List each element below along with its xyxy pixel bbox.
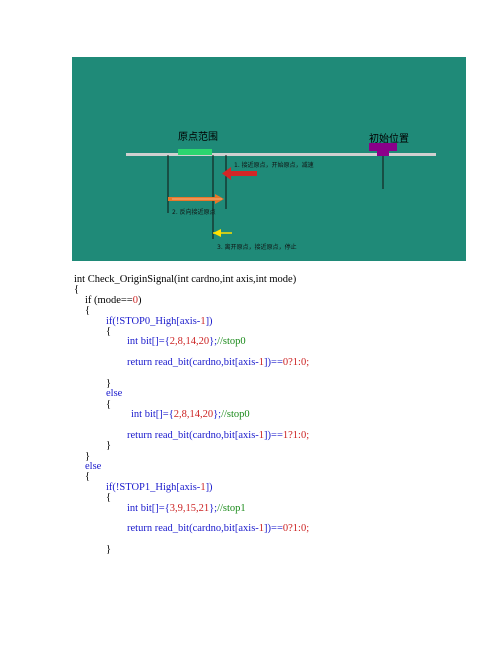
open-brace: { (106, 325, 112, 337)
open-brace: { (85, 471, 91, 483)
bits-end: }; (209, 336, 218, 348)
ternary-one: 1?1:0; (282, 429, 310, 441)
one-literal: 1 (258, 523, 265, 535)
bits-stop0-values: 2,8,14,20 (173, 409, 214, 421)
step1-arrow-head (222, 167, 231, 180)
step3-label: 3. 离开原点，接近原点，停止 (217, 244, 297, 251)
comment-stop0: //stop0 (221, 409, 250, 421)
int-bit-decl: int bit[]={ (131, 409, 174, 421)
mode-zero-literal: 0 (132, 294, 138, 306)
bits-stop0-values: 2,8,14,20 (169, 336, 210, 348)
rail-line (126, 153, 436, 156)
step1-arrow-body (231, 171, 257, 176)
close-brace: } (106, 377, 112, 389)
int-bit-decl: int bit[]={ (127, 502, 170, 514)
else-keyword: else (85, 461, 102, 473)
open-brace: { (85, 305, 91, 317)
origin-range-label: 原点范围 (178, 132, 218, 143)
return-middle: ])== (264, 357, 283, 369)
code-line-brace: { (74, 325, 309, 337)
code-line-brace: { (74, 471, 309, 483)
diagram-graphic (126, 143, 436, 239)
code-line-if-mode: if (mode==0) (74, 294, 309, 306)
code-line-if-stop0: if(!STOP0_High[axis-1]) (74, 315, 309, 327)
one-literal: 1 (200, 315, 206, 327)
code-line-close-brace: } (74, 544, 309, 556)
if-mode-close: ) (137, 294, 142, 306)
close-brace: } (106, 440, 112, 452)
code-line-if-stop1: if(!STOP1_High[axis-1]) (74, 481, 309, 493)
function-signature: int Check_OriginSignal(int cardno,int ax… (74, 274, 297, 285)
if-stop0-close: ]) (205, 315, 213, 327)
origin-range-block (178, 149, 212, 155)
if-stop1-text: if(!STOP1_High[axis- (106, 481, 201, 493)
code-line-open-brace: { (74, 284, 309, 296)
else-keyword: else (106, 388, 123, 400)
init-position-block (369, 143, 397, 151)
bits-end: }; (209, 502, 218, 514)
open-brace: { (106, 492, 112, 504)
ternary-zero: 0?1:0; (282, 523, 310, 535)
comment-stop1: //stop1 (217, 502, 246, 514)
origin-search-diagram: 原点范围 初始位置 1. 接近原点，开始原点，减速 2. 反向接近原点 3. 离… (72, 57, 466, 261)
return-middle: ])== (264, 523, 283, 535)
code-line-bits-stop0: int bit[]={2,8,14,20};//stop0 (74, 336, 309, 348)
comment-stop0: //stop0 (217, 336, 246, 348)
open-brace: { (106, 398, 112, 410)
if-mode-text: if (mode== (85, 294, 133, 306)
close-brace: } (85, 450, 91, 462)
init-position-stem (377, 151, 389, 156)
if-stop0-text: if(!STOP0_High[axis- (106, 315, 201, 327)
code-line-brace: { (74, 305, 309, 317)
if-stop1-close: ]) (205, 481, 213, 493)
code-line-return-stop1: return read_bit(cardno,bit[axis-1])==0?1… (74, 523, 310, 535)
code-line-close-brace: } (74, 440, 309, 452)
code-line-brace: { (74, 398, 309, 410)
code-line-signature: int Check_OriginSignal(int cardno,int ax… (74, 274, 309, 285)
int-bit-decl: int bit[]={ (127, 336, 170, 348)
bits-end: }; (213, 409, 222, 421)
ternary-zero: 0?1:0; (282, 357, 310, 369)
return-middle: ])== (264, 429, 283, 441)
code-line-return-stop0-else: return read_bit(cardno,bit[axis-1])==1?1… (74, 429, 310, 441)
init-position-label: 初始位置 (369, 134, 409, 145)
return-prefix: return read_bit(cardno,bit[axis- (127, 357, 259, 369)
one-literal: 1 (200, 481, 206, 493)
code-line-bits-stop0-else: int bit[]={2,8,14,20};//stop0 (74, 409, 309, 421)
close-brace: } (106, 544, 112, 556)
step1-label: 1. 接近原点，开始原点，减速 (234, 162, 314, 169)
code-line-close-brace: } (74, 377, 309, 389)
code-listing: int Check_OriginSignal(int cardno,int ax… (74, 274, 310, 556)
step2-label: 2. 反向接近原点 (172, 209, 216, 216)
one-literal: 1 (258, 357, 265, 369)
bits-stop1-values: 3,9,15,21 (169, 502, 210, 514)
step3-arrow-head (213, 229, 221, 237)
code-line-else-outer: else (74, 461, 309, 473)
one-literal: 1 (258, 429, 265, 441)
code-line-return-stop0: return read_bit(cardno,bit[axis-1])==0?1… (74, 357, 310, 369)
return-prefix: return read_bit(cardno,bit[axis- (127, 523, 259, 535)
code-line-else: else (74, 388, 309, 400)
return-prefix: return read_bit(cardno,bit[axis- (127, 429, 259, 441)
code-line-close-brace: } (74, 450, 309, 462)
code-line-bits-stop1: int bit[]={3,9,15,21};//stop1 (74, 502, 309, 514)
open-brace: { (74, 284, 80, 296)
code-line-brace: { (74, 492, 309, 504)
